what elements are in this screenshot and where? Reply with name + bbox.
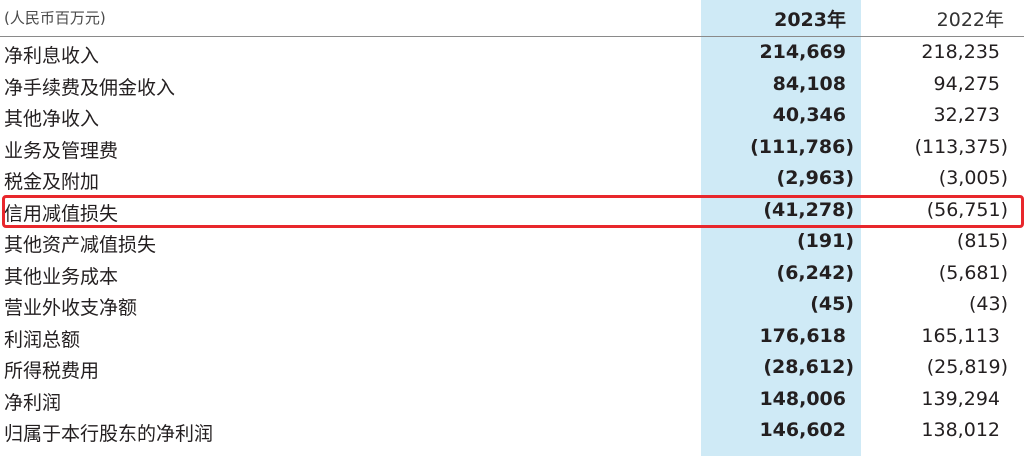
row-label: 税金及附加 [4,171,100,193]
value-2022: (43) [968,293,1008,315]
table-header: (人民币百万元) 2023年 2022年 [0,0,1024,37]
value-2023: (6,242) [776,261,854,284]
value-2023: (2,963) [776,167,854,189]
row-label: 业务及管理费 [4,139,119,162]
value-2022: (815) [956,230,1008,252]
value-2022: (25,819) [926,356,1008,378]
value-2023: 176,618 [759,324,846,347]
row-label: 其他资产减值损失 [4,234,157,256]
table-row: 税金及附加 (2,963) (3,005) [0,164,1024,196]
value-2023: 214,669 [759,41,846,63]
value-2022: 32,273 [933,104,1000,126]
column-header-2022: 2022年 [936,9,1004,31]
row-label: 利润总额 [4,328,81,351]
value-2022: 139,294 [921,387,1000,410]
value-2023: (111,786) [750,135,854,158]
table-row: 其他业务成本 (6,242) (5,681) [0,259,1024,291]
row-label: 其他净收入 [4,108,100,130]
table-row: 营业外收支净额 (45) (43) [0,290,1024,322]
row-label: 其他业务成本 [4,265,119,288]
value-2023: 148,006 [759,387,846,410]
value-2023: 146,602 [759,419,846,441]
row-label: 净利润 [4,391,62,414]
value-2022: (113,375) [914,135,1008,158]
table-row: 其他资产减值损失 (191) (815) [0,227,1024,259]
value-2023: (41,278) [763,198,854,221]
highlight-column-2023 [701,0,861,456]
table-row: 净利润 148,006 139,294 [0,385,1024,417]
table-row: 其他净收入 40,346 32,273 [0,101,1024,133]
row-label: 归属于本行股东的净利润 [4,423,214,445]
table-row: 所得税费用 (28,612) (25,819) [0,353,1024,385]
value-2023: (45) [810,293,854,315]
value-2022: (5,681) [938,261,1008,284]
unit-label: (人民币百万元) [4,9,106,27]
row-label: 信用减值损失 [4,202,119,225]
row-label: 净手续费及佣金收入 [4,76,176,99]
value-2022: 94,275 [933,72,1000,95]
value-2023: 84,108 [772,72,846,95]
table-row-credit-impairment: 信用减值损失 (41,278) (56,751) [0,196,1024,228]
value-2023: (191) [796,230,854,252]
value-2022: 138,012 [921,419,1000,441]
table-row: 业务及管理费 (111,786) (113,375) [0,133,1024,165]
value-2022: 218,235 [921,41,1000,63]
value-2023: 40,346 [772,104,846,126]
row-label: 营业外收支净额 [4,297,138,319]
table-row: 利润总额 176,618 165,113 [0,322,1024,354]
row-label: 所得税费用 [4,360,100,382]
value-2023: (28,612) [763,356,854,378]
table-row: 归属于本行股东的净利润 146,602 138,012 [0,416,1024,448]
table-row: 净手续费及佣金收入 84,108 94,275 [0,70,1024,102]
value-2022: (3,005) [938,167,1008,189]
column-header-2023: 2023年 [774,9,846,31]
row-label: 净利息收入 [4,45,100,67]
value-2022: (56,751) [926,198,1008,221]
highlight-box [2,195,1024,228]
value-2022: 165,113 [921,324,1000,347]
table-row: 净利息收入 214,669 218,235 [0,38,1024,70]
